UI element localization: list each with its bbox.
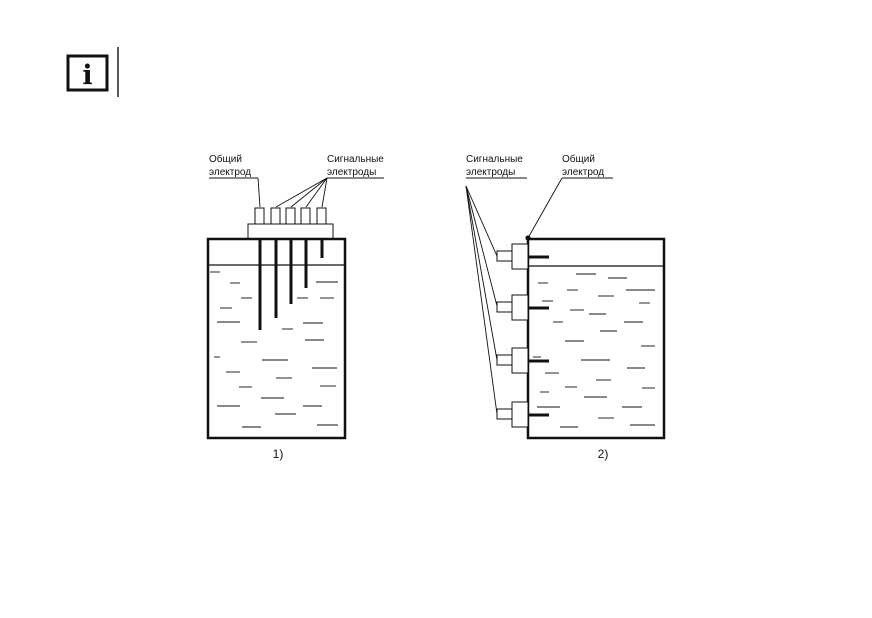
electrode-stubs: [528, 255, 549, 417]
liquid-hatching-2: [533, 273, 655, 428]
label-signal-electrodes-line2: электроды: [327, 167, 376, 178]
label-signal-electrodes-line2: электроды: [466, 167, 515, 178]
figure-1-top-electrodes: Общий электрод Сигнальные электроды: [206, 153, 384, 461]
tank-2: [526, 237, 666, 440]
caption-figure-2: 2): [598, 447, 609, 461]
electrode-rods: [258, 239, 324, 330]
label-common-electrode-line2: электрод: [209, 167, 251, 178]
side-connectors: [496, 243, 529, 428]
label-signal-electrodes-line1: Сигнальные: [466, 154, 523, 165]
caption-figure-1: 1): [273, 447, 284, 461]
leader-lines: [465, 177, 563, 415]
electrode-holder: [247, 223, 334, 240]
info-icon: i: [66, 47, 119, 97]
leader-lines: [257, 177, 328, 208]
liquid-hatching-1: [210, 271, 338, 428]
info-icon-glyph: i: [82, 60, 92, 91]
label-common-electrode-line1: Общий: [562, 153, 595, 165]
label-common-electrode-line2: электрод: [562, 167, 604, 178]
label-common-electrode-line1: Общий: [209, 153, 242, 165]
electrode-terminals: [254, 207, 327, 225]
figure-2-side-electrodes: Сигнальные электроды Общий электрод: [465, 153, 666, 461]
label-signal-electrodes-line1: Сигнальные: [327, 154, 384, 165]
